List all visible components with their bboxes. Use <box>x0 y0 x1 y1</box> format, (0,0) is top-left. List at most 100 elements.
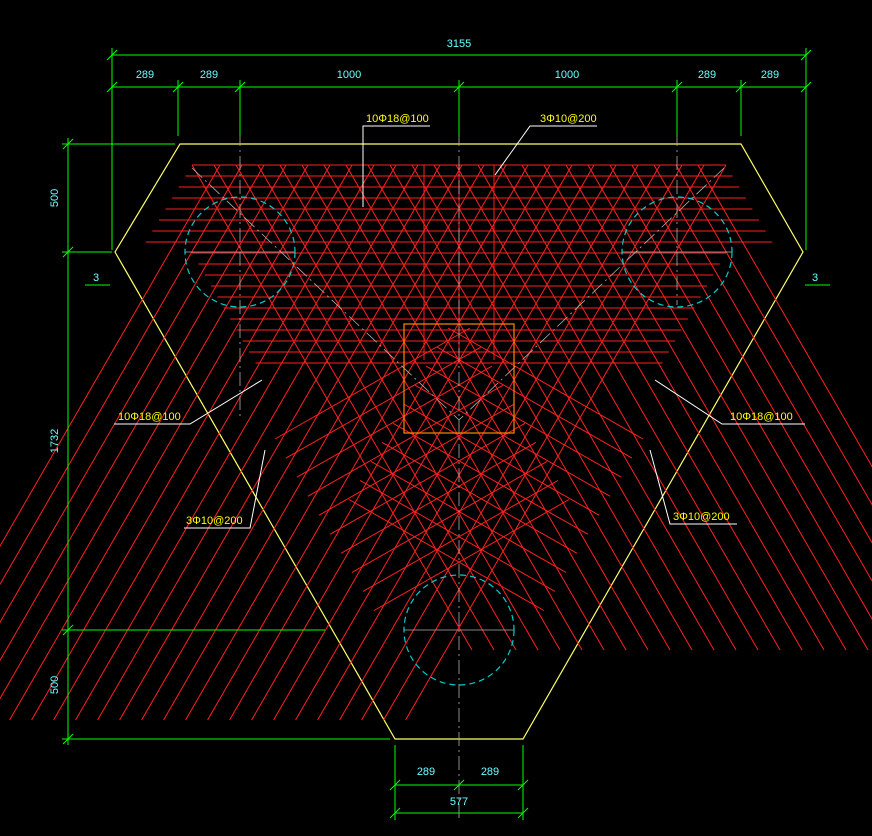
rebar-bar-diagonal-left <box>229 164 551 721</box>
bottom-dim-289-right: 289 <box>481 766 499 778</box>
rebar-bar-diagonal-left <box>317 164 639 721</box>
rebar-bar-diagonal-right <box>609 164 872 620</box>
top-dim-1000-2: 1000 <box>555 69 579 81</box>
top-dim-1000-1: 1000 <box>337 69 361 81</box>
rebar-bar-diagonal-right <box>587 164 869 651</box>
rebar-bar-diagonal-right <box>697 164 872 468</box>
rebar-bar-diagonal-right <box>257 164 539 651</box>
rebar-bar-cross-left <box>274 327 471 440</box>
rebar-bar-diagonal-left <box>251 164 573 721</box>
rebar-mesh <box>0 164 872 721</box>
rebar-bar-cross-left <box>340 441 537 554</box>
rebar-bar-diagonal-left <box>405 164 727 721</box>
top-dim-289-3: 289 <box>698 69 716 81</box>
rebar-bar-diagonal-right <box>345 164 627 651</box>
rebar-bar-cross-right <box>414 384 611 497</box>
rebar-bar-cross-left <box>307 384 504 497</box>
rebar-bar-diagonal-right <box>433 164 715 651</box>
top-dim-289-1: 289 <box>136 69 154 81</box>
rebar-bar-diagonal-right <box>521 164 803 651</box>
rebar-bar-diagonal-left <box>0 164 309 700</box>
leader-top-stirrup <box>494 125 597 176</box>
right-diagonal-center-line <box>458 167 725 421</box>
rebar-bar-diagonal-right <box>389 164 671 651</box>
rebar-bar-diagonal-left <box>9 164 331 721</box>
bottom-dim-577: 577 <box>450 796 468 808</box>
rebar-bar-cross-right <box>403 403 600 516</box>
section-mark-left: 3 <box>93 272 99 284</box>
rebar-bar-diagonal-left <box>361 164 683 721</box>
rebar-bar-diagonal-right <box>631 164 872 582</box>
rebar-bar-cross-right <box>381 441 578 554</box>
rebar-bar-diagonal-left <box>0 164 243 586</box>
rebar-bar-cross-right <box>370 460 567 573</box>
top-dim-289-2: 289 <box>200 69 218 81</box>
rebar-bar-cross-right <box>348 499 545 611</box>
rebar-bar-diagonal-right <box>411 164 693 651</box>
rebar-note-top-main: 10Φ18@100 <box>366 113 429 125</box>
leader-right-main <box>654 379 805 425</box>
pile-center-marks <box>185 251 732 631</box>
rebar-bar-diagonal-right <box>301 164 583 651</box>
leader-top-main <box>362 125 430 207</box>
leader-right-stirrup <box>649 449 737 525</box>
rebar-bar-diagonal-right <box>191 164 473 651</box>
rebar-note-left-stirrup: 3Φ10@200 <box>186 515 243 527</box>
bottom-dimension-group <box>389 745 529 820</box>
rebar-bar-diagonal-right <box>675 164 872 506</box>
rebar-bar-cross-left <box>351 460 548 573</box>
overall-width-label: 3155 <box>447 38 471 50</box>
left-dim-500-bottom: 500 <box>49 676 61 694</box>
rebar-note-right-main: 10Φ18@100 <box>730 411 793 423</box>
rebar-bar-diagonal-right <box>543 164 825 651</box>
rebar-bar-diagonal-left <box>0 164 221 548</box>
rebar-bar-diagonal-right <box>235 164 517 651</box>
rebar-bar-diagonal-left <box>339 164 661 721</box>
rebar-bar-cross-left <box>373 499 570 611</box>
rebar-note-left-main: 10Φ18@100 <box>118 411 181 423</box>
rebar-bar-diagonal-left <box>31 164 353 721</box>
rebar-bar-cross-right <box>436 346 633 459</box>
left-dimension-group <box>62 138 390 745</box>
rebar-bar-diagonal-left <box>163 164 485 721</box>
section-mark-right: 3 <box>812 272 818 284</box>
rebar-bar-diagonal-left <box>119 164 441 721</box>
rebar-bar-diagonal-right <box>477 164 759 651</box>
rebar-note-right-stirrup: 3Φ10@200 <box>673 511 730 523</box>
column-outline <box>403 323 515 434</box>
rebar-bar-cross-left <box>296 365 493 478</box>
pile-cap-outline <box>114 143 804 740</box>
rebar-bar-diagonal-left <box>0 164 287 662</box>
bottom-dim-289-left: 289 <box>417 766 435 778</box>
top-dim-289-4: 289 <box>761 69 779 81</box>
rebar-bar-diagonal-left <box>75 164 397 721</box>
rebar-bar-diagonal-left <box>141 164 463 721</box>
rebar-bar-diagonal-right <box>653 164 872 544</box>
rebar-bar-diagonal-right <box>499 164 781 651</box>
leader-left-stirrup <box>184 449 266 529</box>
rebar-bar-diagonal-right <box>565 164 847 651</box>
rebar-bar-cross-right <box>392 422 589 535</box>
rebar-bar-diagonal-left <box>0 164 265 624</box>
rebar-bar-cross-right <box>447 327 644 440</box>
rebar-bar-cross-left <box>329 422 526 535</box>
rebar-bar-cross-right <box>425 365 622 478</box>
rebar-bar-diagonal-left <box>97 164 419 721</box>
rebar-bar-cross-right <box>359 479 556 592</box>
left-dim-1732: 1732 <box>49 429 61 453</box>
rebar-bar-diagonal-left <box>185 164 507 721</box>
left-diagonal-center-line <box>191 167 460 421</box>
rebar-note-top-stirrup: 3Φ10@200 <box>540 113 597 125</box>
rebar-bar-diagonal-left <box>273 164 595 721</box>
rebar-bar-diagonal-left <box>383 164 705 721</box>
rebar-bar-diagonal-left <box>295 164 617 721</box>
rebar-bar-diagonal-right <box>455 164 737 651</box>
leader-left-main <box>114 379 263 425</box>
rebar-bar-diagonal-left <box>207 164 529 721</box>
rebar-bar-diagonal-left <box>53 164 375 721</box>
rebar-bar-cross-left <box>318 403 515 516</box>
leader-lines <box>114 125 805 529</box>
rebar-bar-cross-left <box>285 346 482 459</box>
left-dim-500-top: 500 <box>49 189 61 207</box>
